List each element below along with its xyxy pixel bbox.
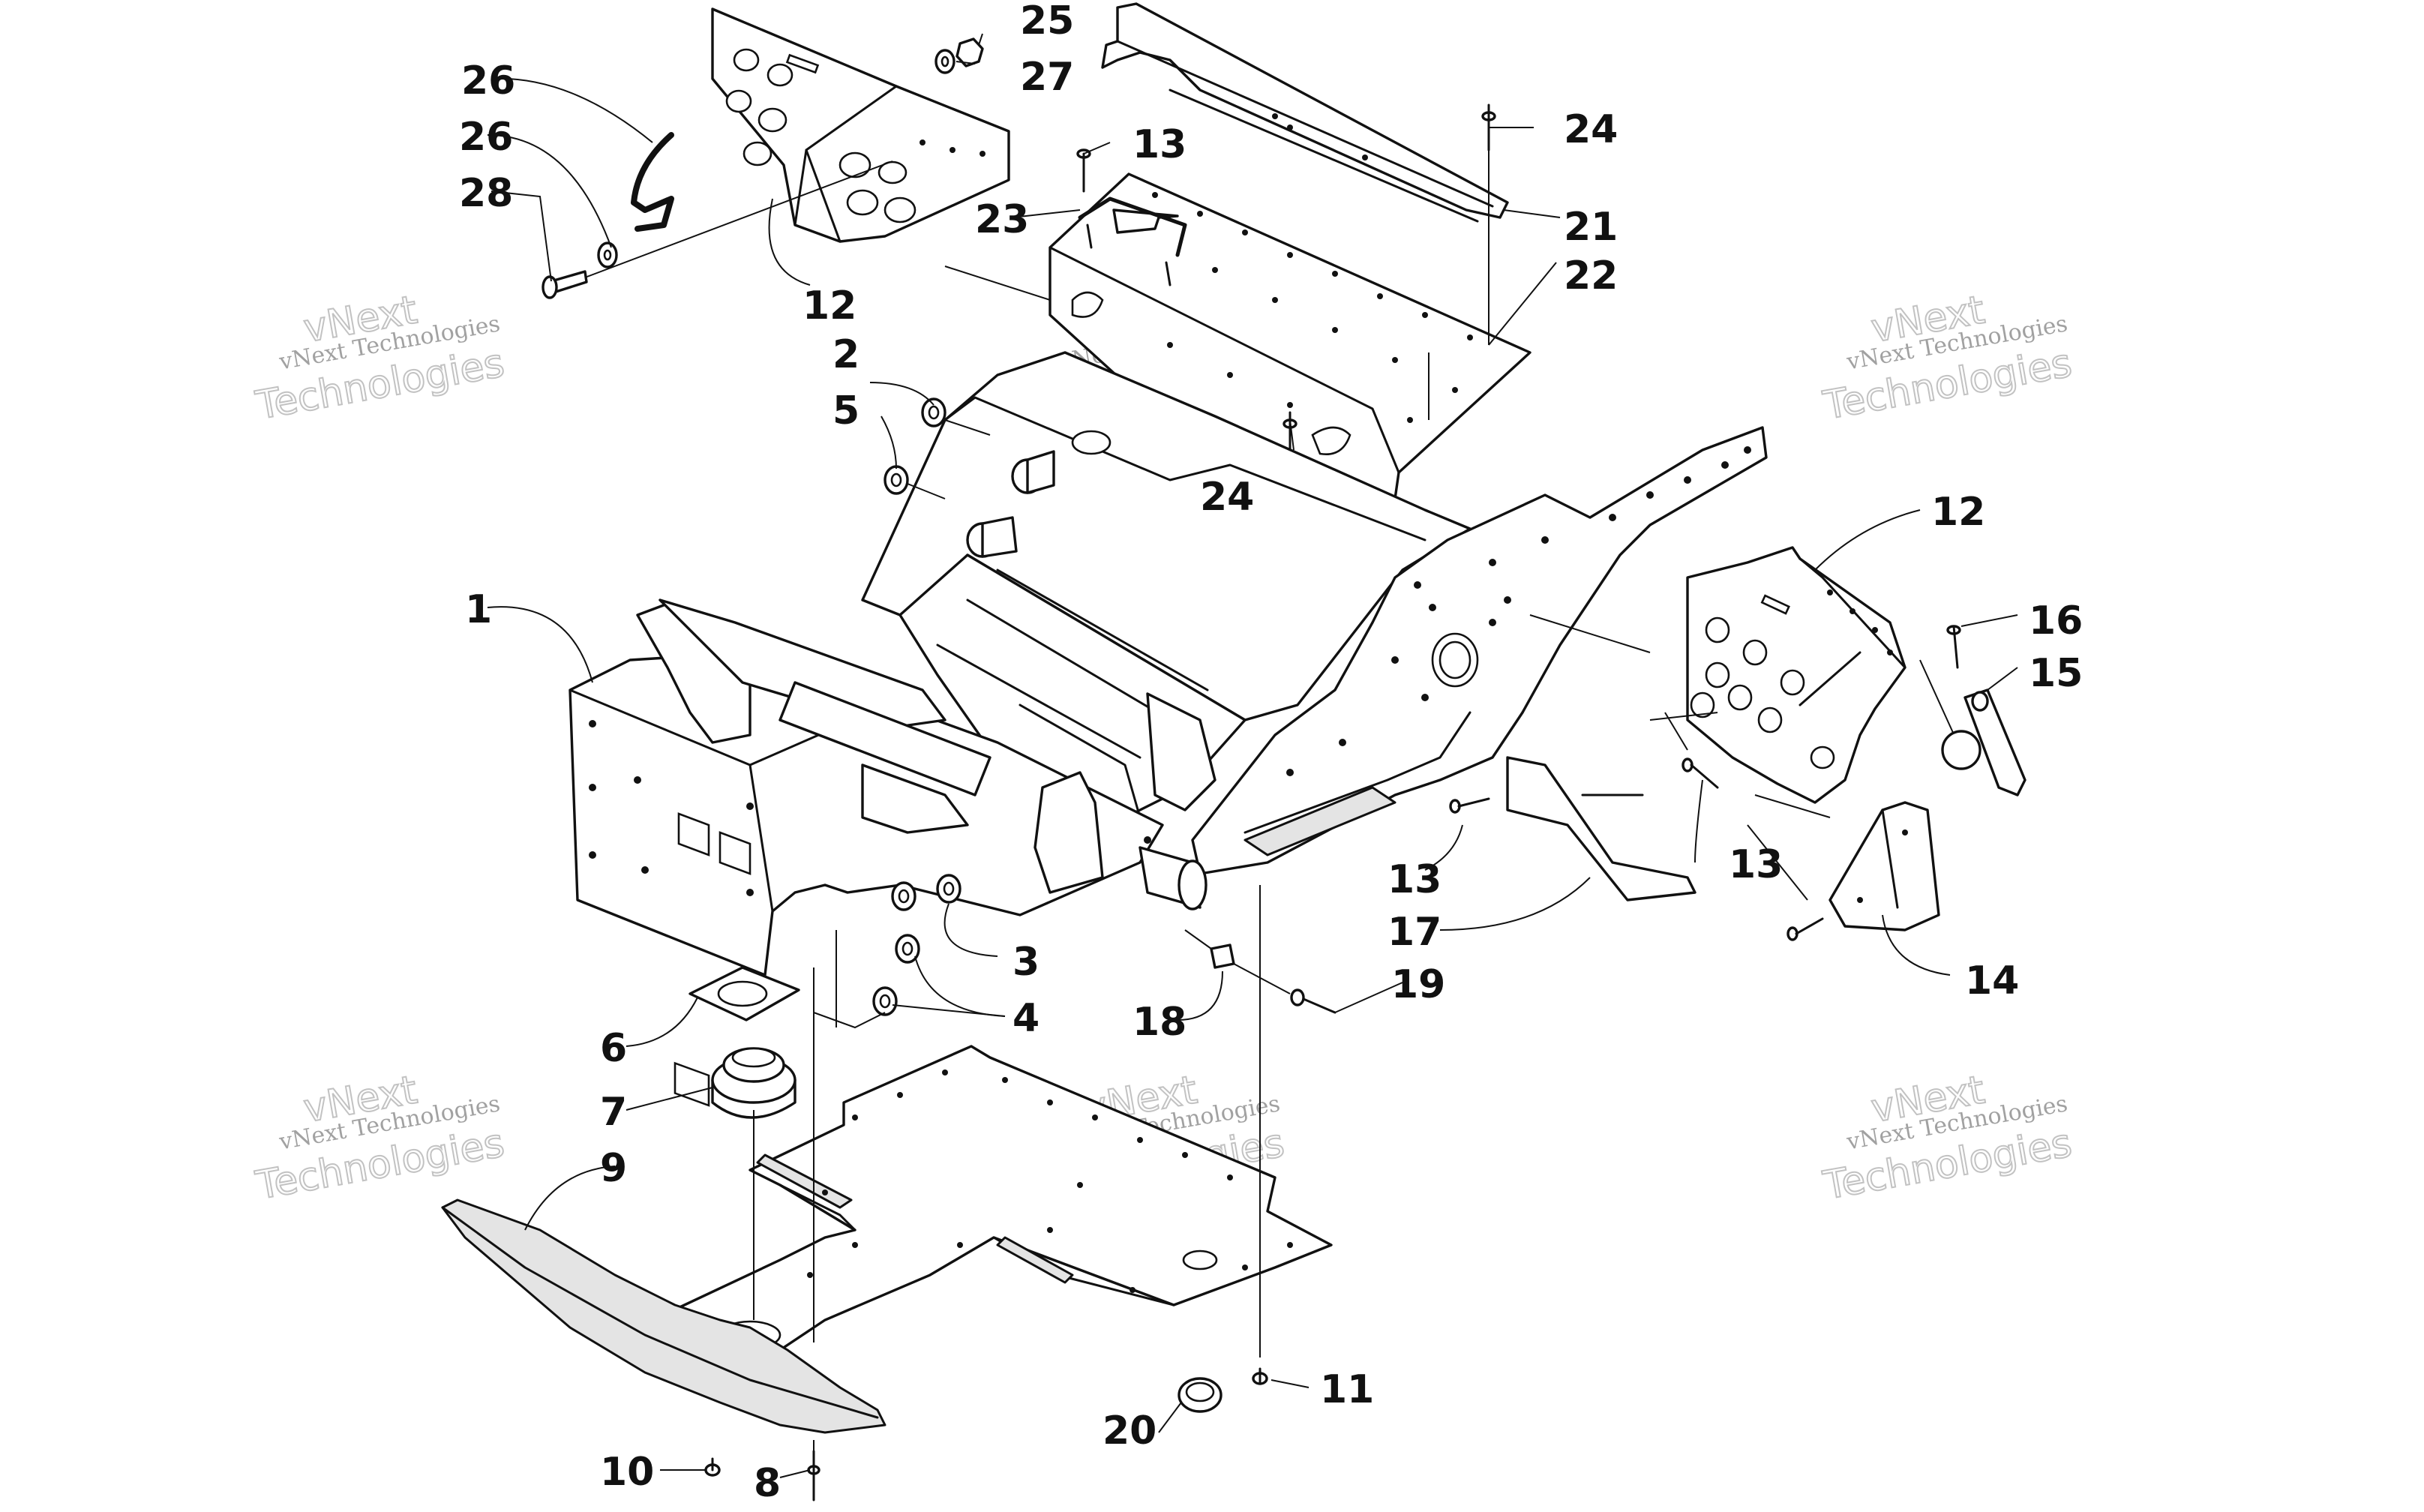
washer-26-left [597,242,618,268]
callout-20: 20 [1102,1408,1156,1454]
rear-bumper [1101,2,1509,223]
callout-13-right: 13 [1729,842,1783,887]
callout-2: 2 [832,332,860,377]
bushing-3a [891,881,916,911]
bushing-2 [921,398,946,428]
hook-25 [631,132,674,232]
callout-3: 3 [1012,940,1040,985]
callout-27: 28 [459,171,513,216]
rivet-13-right-c [1786,917,1824,941]
callout-19: 19 [1391,962,1445,1007]
callout-21: 21 [1564,205,1618,250]
seal-plate-6 [688,966,800,1022]
bolt-27 [542,270,588,299]
callout-22: 22 [1564,254,1618,298]
bushing-4b [872,986,898,1016]
hinge-15 [1964,688,2026,796]
callout-11: 11 [1320,1367,1374,1412]
callout-5: 5 [832,388,860,434]
callout-7: 7 [600,1090,627,1135]
callout-17: 17 [1388,910,1442,955]
belly-pan [651,1045,1333,1366]
screw-11 [1252,1367,1268,1385]
rivet-13-top [1076,148,1091,193]
watermark-top-left: vNext vNext Technologies Technologies [251,286,508,429]
callout-24-mid: 24 [1200,475,1254,520]
callout-14: 14 [1965,958,2019,1004]
callout-13-top: 13 [1132,122,1186,167]
callout-8: 8 [754,1461,781,1506]
watermark-top-right: vNext vNext Technologies Technologies [1819,286,2075,429]
callout-9: 9 [600,1146,627,1191]
callout-labels: 26 26 28 12 25 27 13 23 24 21 22 24 2 5 … [459,0,2083,1506]
rivet-13-right-a [1449,797,1490,814]
skid-plate-9 [441,1198,886,1434]
washer-26-right [934,49,956,74]
bracket-23 [1078,196,1187,286]
watermark-bottom-right: vNext vNext Technologies Technologies [1819,1066,2075,1209]
bushing-4a [895,934,920,964]
callout-25: 26 [461,58,515,104]
callout-12-right: 12 [1931,490,1985,535]
grommet-7 [711,1047,796,1119]
rivet-16 [1946,625,1961,669]
callout-4: 4 [1012,996,1040,1041]
callout-24-top: 24 [1564,107,1618,152]
bracket-17 [1506,756,1696,902]
callout-16: 16 [2029,598,2083,644]
callout-10: 10 [600,1450,654,1495]
footrest-plate-right [1686,546,1906,804]
callout-26-right: 27 [1020,55,1074,100]
callout-26-left: 26 [459,115,513,160]
screw-8 [807,1450,820,1502]
front-bulkhead [568,598,1216,1107]
leader-lines [487,33,2018,1478]
callout-12-left: 12 [802,284,856,328]
bushing-5 [884,465,909,495]
nut-28 [956,38,984,68]
footrest-plate-left [711,8,1010,243]
callout-13-left: 13 [1388,857,1442,902]
plug-20 [1178,1377,1222,1413]
screw-10 [704,1457,721,1477]
callout-6: 6 [600,1026,627,1071]
tunnel-top-plate [1048,172,1532,542]
bushing-3b [936,874,962,904]
watermark-bottom-left: vNext vNext Technologies Technologies [251,1066,508,1209]
callout-15: 15 [2029,651,2083,696]
callout-1: 1 [465,587,492,632]
rivet-13-right-b [1682,758,1719,789]
callout-28: 25 [1020,0,1074,44]
bracket-14 [1828,801,1940,932]
callout-23: 23 [975,197,1029,242]
rivet-18 [1210,944,1235,969]
callout-18: 18 [1132,1000,1186,1045]
rivet-19 [1290,988,1336,1014]
